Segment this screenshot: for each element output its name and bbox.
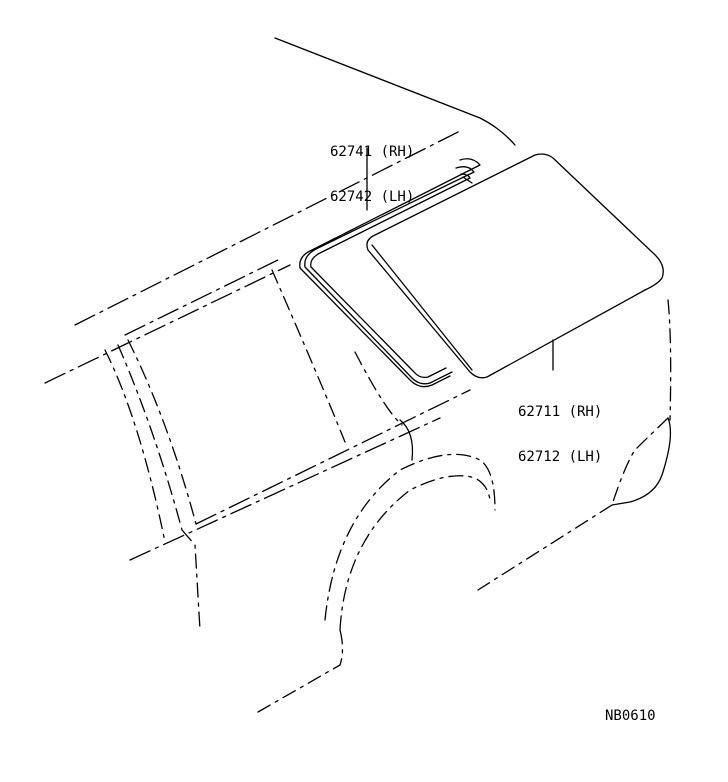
upper-body-guide — [44, 264, 291, 384]
weatherstrip-part-rh: 62741 (RH) — [330, 144, 415, 160]
weatherstrip-callout: 62741 (RH) 62742 (LH) — [330, 115, 414, 235]
quarter-panel-rear-line — [271, 269, 346, 443]
glass-part — [366, 153, 664, 379]
beltline-guide-2 — [195, 389, 471, 525]
pillar-line-2 — [117, 344, 183, 531]
rear-bumper — [611, 417, 672, 506]
window-rear-line — [354, 351, 403, 426]
roof-line — [274, 37, 516, 146]
weatherstrip-part — [299, 158, 481, 388]
rear-end-edge — [667, 299, 672, 421]
pillar-line-1 — [104, 349, 166, 543]
weatherstrip-part-lh: 62742 (LH) — [330, 189, 415, 205]
beltline-guide — [129, 417, 441, 561]
glass-part-lh: 62712 (LH) — [518, 449, 603, 465]
glass-callout: 62711 (RH) 62712 (LH) — [518, 375, 602, 495]
pillar-line-3 — [127, 339, 197, 525]
glass-part-rh: 62711 (RH) — [518, 404, 603, 420]
roof-guide-line — [74, 129, 463, 326]
wheel-arch-outer — [324, 453, 496, 621]
rear-bumper-inner — [611, 417, 669, 506]
figure-code: NB0610 — [605, 708, 656, 724]
rear-fender-top — [399, 419, 414, 461]
window-top-guide — [124, 257, 283, 336]
rocker-line — [477, 504, 613, 591]
lower-body-edge — [181, 529, 201, 631]
wheel-arch-lower — [257, 629, 344, 713]
wheel-arch-inner — [339, 475, 491, 631]
